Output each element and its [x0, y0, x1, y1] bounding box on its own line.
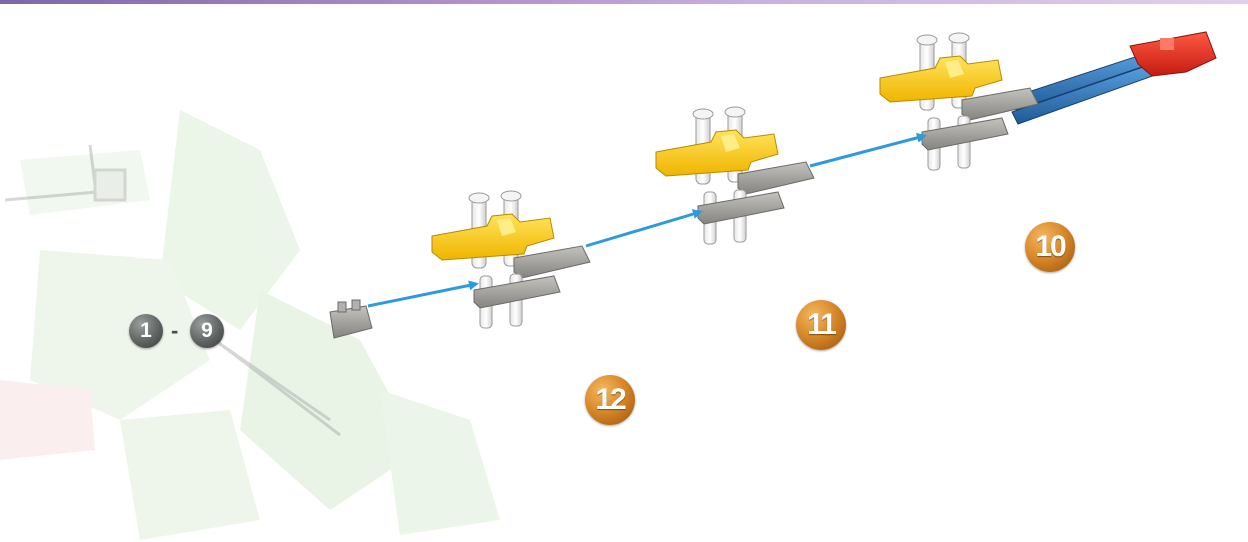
step-10-badge: 10: [1025, 222, 1075, 272]
starting-grey-piece: [330, 300, 372, 338]
assembly-arrow: [586, 212, 700, 246]
range-start-badge: 1: [129, 314, 163, 348]
step-11-part-assembly: [656, 107, 814, 244]
step-12-badge: 12: [585, 375, 635, 425]
range-dash: -: [171, 318, 178, 344]
step-10-part-assembly: [880, 32, 1216, 170]
range-end-badge: 9: [190, 314, 224, 348]
assembly-arrow: [368, 284, 476, 306]
step-11-badge: 11: [796, 300, 846, 350]
step-12-part-assembly: [432, 191, 590, 328]
assembly-arrow: [810, 136, 924, 166]
